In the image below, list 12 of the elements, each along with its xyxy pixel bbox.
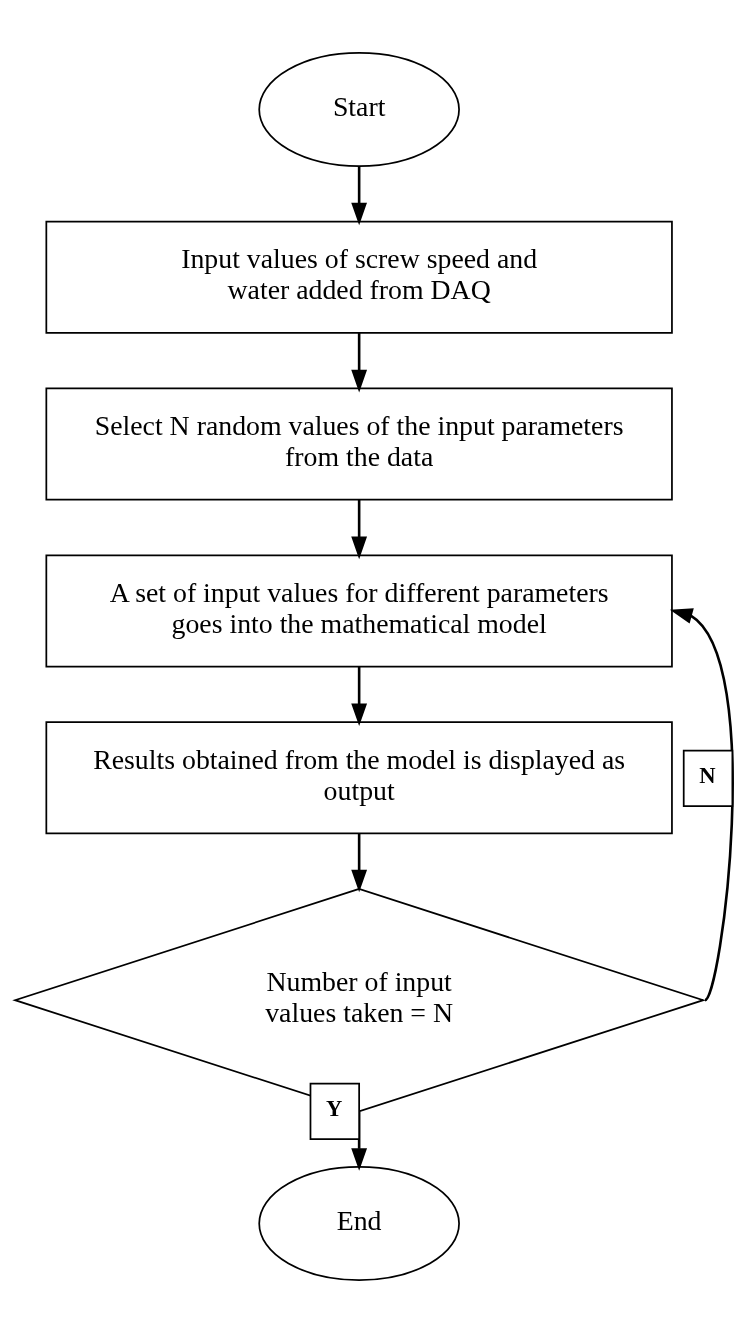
node-box: Results obtained from the model is displayed as output [45, 721, 673, 835]
node-box: Select N random values of the input parameters from the data [45, 387, 673, 501]
node-ellipse: Start [258, 52, 460, 167]
arrow [351, 499, 368, 560]
node-ellipse: End [258, 1166, 460, 1281]
arrow [351, 332, 368, 393]
edge-label: N [699, 762, 716, 788]
arrow [351, 666, 368, 727]
node-box: Input values of screw speed and water added from DAQ [45, 220, 673, 334]
node-box: A set of input values for different parameters goes into the mathematical model [45, 554, 673, 668]
arrow [351, 166, 368, 226]
arrow [351, 833, 368, 893]
